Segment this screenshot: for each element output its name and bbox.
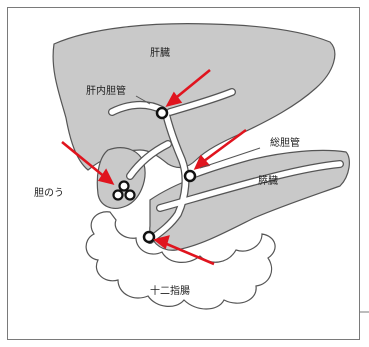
label-liver: 肝臓 <box>150 44 170 59</box>
stone-duodenal <box>144 232 154 242</box>
label-duodenum: 十二指腸 <box>150 282 190 297</box>
label-pancreas: 膵臓 <box>258 172 278 187</box>
label-common-bile-duct: 総胆管 <box>270 134 300 149</box>
label-intrahepatic-duct: 肝内胆管 <box>86 82 126 97</box>
label-gallbladder: 胆のう <box>34 184 64 199</box>
stone-common-duct <box>185 171 195 181</box>
stone-intrahepatic <box>157 108 167 118</box>
